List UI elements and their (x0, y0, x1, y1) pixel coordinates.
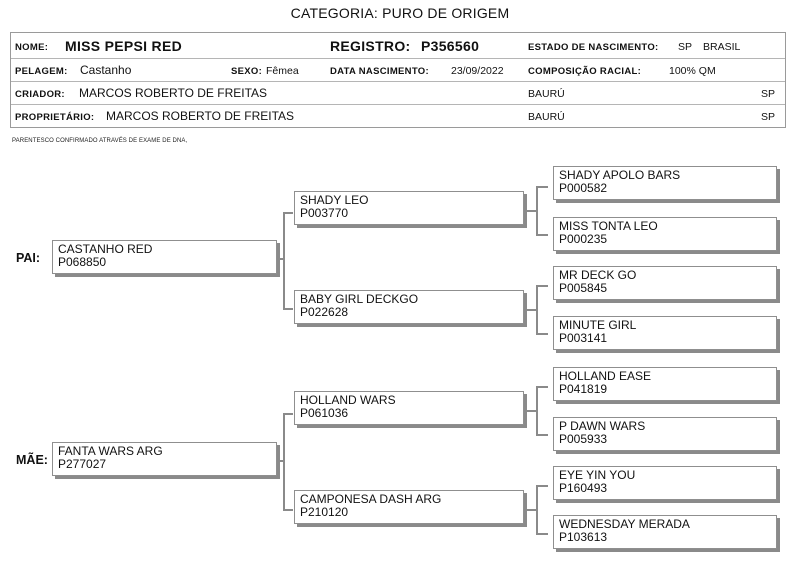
great-grandparent-box: WEDNESDAY MERADA P103613 (553, 515, 777, 549)
owner-state: SP (761, 111, 776, 123)
birth-state: SP (678, 41, 693, 53)
connector-line (526, 309, 538, 311)
great-grandparent-box: MISS TONTA LEO P000235 (553, 217, 777, 251)
ancestor-registry: P000235 (559, 232, 608, 246)
connector-line (526, 509, 538, 511)
divider (11, 104, 785, 105)
registry-number: P356560 (421, 38, 480, 54)
great-grandparent-box: MR DECK GO P005845 (553, 266, 777, 300)
ancestor-name: WEDNESDAY MERADA (559, 517, 690, 531)
ancestor-registry: P022628 (300, 305, 349, 319)
ancestor-name: CAMPONESA DASH ARG (300, 492, 442, 506)
connector-line (277, 258, 285, 260)
ancestor-name: HOLLAND WARS (300, 393, 396, 407)
connector-line (536, 533, 548, 535)
connector-line (526, 210, 538, 212)
ancestor-registry: P005933 (559, 432, 608, 446)
animal-info-panel: NOME: MISS PEPSI RED REGISTRO: P356560 E… (10, 32, 786, 128)
great-grandparent-box: MINUTE GIRL P003141 (553, 316, 777, 350)
ancestor-name: MINUTE GIRL (559, 318, 637, 332)
connector-line (283, 212, 293, 214)
breed-composition-label: COMPOSIÇÃO RACIAL: (528, 66, 642, 77)
sire-label: PAI: (16, 251, 41, 265)
maternal-granddam-box: CAMPONESA DASH ARG P210120 (294, 490, 524, 524)
connector-line (283, 308, 293, 310)
great-grandparent-box: SHADY APOLO BARS P000582 (553, 166, 777, 200)
ancestor-name: MISS TONTA LEO (559, 219, 658, 233)
ancestor-name: SHADY LEO (300, 193, 369, 207)
great-grandparent-box: P DAWN WARS P005933 (553, 417, 777, 451)
connector-line (283, 413, 293, 415)
birth-date: 23/09/2022 (451, 65, 504, 77)
birth-country: BRASIL (703, 41, 741, 53)
dam-registry: P277027 (58, 457, 107, 471)
connector-line (526, 410, 538, 412)
great-grandparent-box: HOLLAND EASE P041819 (553, 367, 777, 401)
paternal-granddam-box: BABY GIRL DECKGO P022628 (294, 290, 524, 324)
connector-line (277, 460, 285, 462)
owner-city: BAURÚ (528, 111, 565, 123)
category-title: CATEGORIA: PURO DE ORIGEM (290, 5, 510, 21)
connector-line (536, 285, 548, 287)
ancestor-name: BABY GIRL DECKGO (300, 292, 419, 306)
sire-box: CASTANHO RED P068850 (52, 240, 277, 274)
ancestor-registry: P103613 (559, 530, 608, 544)
dam-label: MÃE: (16, 453, 48, 467)
ancestor-name: MR DECK GO (559, 268, 637, 282)
owner-label: PROPRIETÁRIO: (15, 112, 95, 123)
ancestor-name: P DAWN WARS (559, 419, 646, 433)
owner-name: MARCOS ROBERTO DE FREITAS (106, 109, 295, 123)
divider (11, 58, 785, 59)
ancestor-registry: P061036 (300, 406, 349, 420)
maternal-grandsire-box: HOLLAND WARS P061036 (294, 391, 524, 425)
name-label: NOME: (15, 42, 49, 53)
ancestor-name: HOLLAND EASE (559, 369, 652, 383)
sex-value: Fêmea (266, 65, 299, 77)
sire-name: CASTANHO RED (58, 242, 153, 256)
divider (11, 81, 785, 82)
ancestor-registry: P160493 (559, 481, 608, 495)
ancestor-name: EYE YIN YOU (559, 468, 636, 482)
ancestor-registry: P210120 (300, 505, 349, 519)
coat-label: PELAGEM: (15, 66, 68, 77)
connector-line (536, 333, 548, 335)
connector-line (536, 434, 548, 436)
breed-composition: 100% QM (669, 65, 716, 77)
ancestor-registry: P005845 (559, 281, 608, 295)
sex-label: SEXO: (231, 66, 263, 77)
connector-line (536, 386, 548, 388)
connector-line (283, 212, 285, 310)
ancestor-registry: P003770 (300, 206, 349, 220)
connector-line (283, 413, 285, 511)
ancestor-registry: P000582 (559, 181, 608, 195)
connector-line (283, 509, 293, 511)
connector-line (536, 234, 548, 236)
ancestor-name: SHADY APOLO BARS (559, 168, 681, 182)
coat-value: Castanho (80, 63, 132, 77)
dam-box: FANTA WARS ARG P277027 (52, 442, 277, 476)
birth-state-label: ESTADO DE NASCIMENTO: (528, 42, 659, 53)
sire-registry: P068850 (58, 255, 107, 269)
dna-note: PARENTESCO CONFIRMADO ATRAVÉS DE EXAME D… (12, 138, 188, 144)
ancestor-registry: P041819 (559, 382, 608, 396)
connector-line (536, 485, 548, 487)
breeder-city: BAURÚ (528, 88, 565, 100)
paternal-grandsire-box: SHADY LEO P003770 (294, 191, 524, 225)
great-grandparent-box: EYE YIN YOU P160493 (553, 466, 777, 500)
breeder-state: SP (761, 88, 776, 100)
connector-line (536, 186, 548, 188)
birth-date-label: DATA NASCIMENTO: (330, 66, 429, 77)
ancestor-registry: P003141 (559, 331, 608, 345)
animal-name: MISS PEPSI RED (65, 38, 183, 54)
breeder-name: MARCOS ROBERTO DE FREITAS (79, 86, 268, 100)
breeder-label: CRIADOR: (15, 89, 65, 100)
dam-name: FANTA WARS ARG (58, 444, 163, 458)
registry-label: REGISTRO: (330, 38, 411, 54)
